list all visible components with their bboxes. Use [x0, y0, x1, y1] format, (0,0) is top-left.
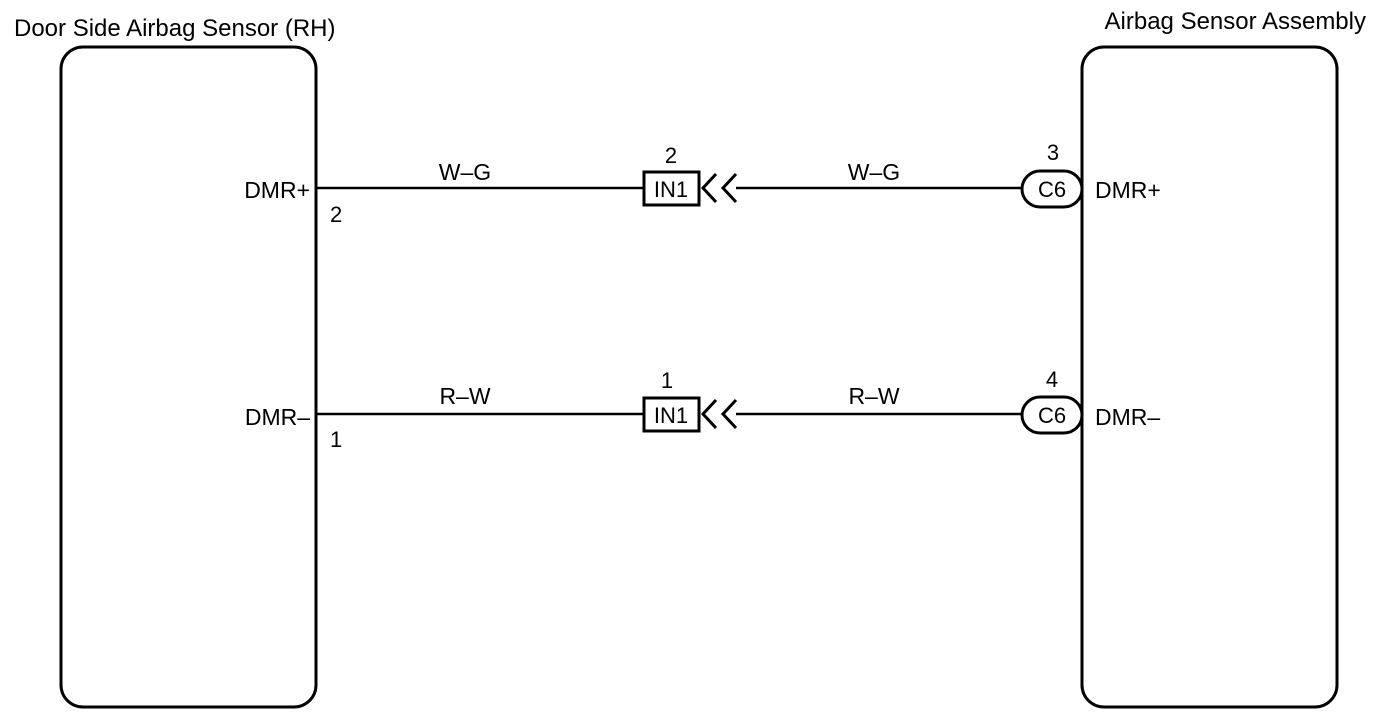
right-terminal-pin-3: 3 [1047, 140, 1059, 165]
junction-connector-in1-top [642, 170, 701, 207]
connector-chevron-icon [700, 398, 718, 430]
connector-c6-bottom [1020, 395, 1084, 435]
right-terminal-pin-4: 4 [1046, 367, 1058, 392]
left-terminal-label-dmr-plus: DMR+ [244, 177, 310, 203]
wire-color-left-rw: R–W [439, 383, 490, 409]
right-terminal-label-dmr-plus: DMR+ [1095, 177, 1161, 203]
junction-connector-in1-bottom [642, 396, 701, 433]
left-terminal-pin-1: 1 [330, 427, 342, 452]
junction-pin-1: 1 [661, 368, 673, 393]
wire-color-right-rw: R–W [848, 383, 899, 409]
connector-c6-label-bottom: C6 [1038, 403, 1066, 428]
junction-connector-label-bottom: IN1 [654, 403, 688, 428]
left-terminal-label-dmr-minus: DMR– [245, 404, 310, 430]
right-component-box [1080, 45, 1339, 709]
connector-chevron-icon [720, 172, 738, 204]
junction-connector-label-top: IN1 [654, 177, 688, 202]
right-terminal-label-dmr-minus: DMR– [1095, 404, 1160, 430]
connector-c6-top [1020, 169, 1084, 209]
wire-color-right-wg: W–G [848, 159, 900, 185]
connector-chevron-icon [720, 398, 738, 430]
wire-color-left-wg: W–G [439, 159, 491, 185]
right-component-title: Airbag Sensor Assembly [1105, 8, 1366, 35]
left-component-title: Door Side Airbag Sensor (RH) [14, 15, 335, 42]
connector-chevron-icon [700, 172, 718, 204]
connector-c6-label-top: C6 [1038, 177, 1066, 202]
left-component-box [59, 45, 318, 709]
left-terminal-pin-2: 2 [330, 202, 342, 227]
junction-pin-2: 2 [665, 143, 677, 168]
